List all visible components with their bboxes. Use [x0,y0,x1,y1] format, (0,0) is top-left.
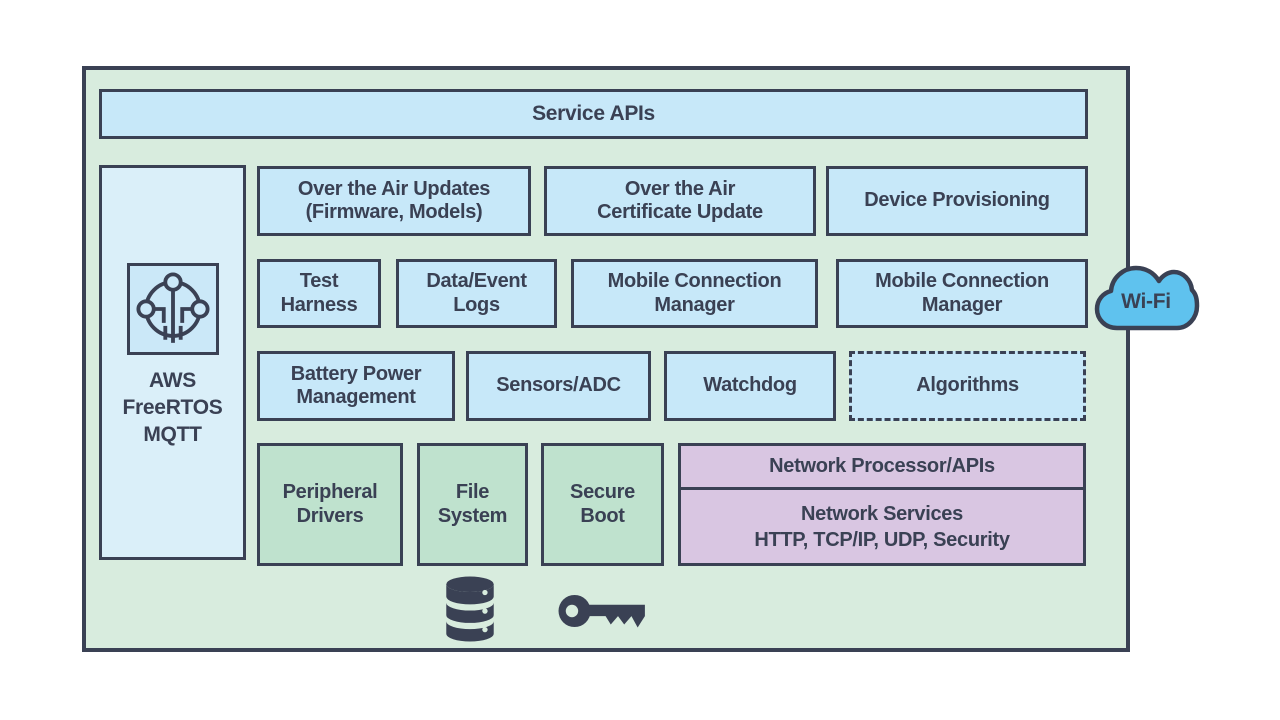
device-provisioning-box: Device Provisioning [826,166,1088,236]
database-icon [443,576,497,647]
file-system-box: File System [417,443,528,566]
mobile-connection-manager-box-1: Mobile Connection Manager [571,259,818,328]
ota-updates-box: Over the Air Updates (Firmware, Models) [257,166,531,236]
ota-certificate-update-box: Over the Air Certificate Update [544,166,816,236]
mobile-connection-manager-box-2: Mobile Connection Manager [836,259,1088,328]
service-apis-banner: Service APIs [99,89,1088,139]
key-icon [558,590,648,637]
test-harness-box: Test Harness [257,259,381,328]
wifi-cloud-icon: Wi-Fi [1091,257,1201,343]
algorithms-box: Algorithms [849,351,1086,421]
wifi-label: Wi-Fi [1121,290,1171,313]
secure-boot-box: Secure Boot [541,443,664,566]
sensors-adc-box: Sensors/ADC [466,351,651,421]
data-event-logs-box: Data/Event Logs [396,259,557,328]
watchdog-box: Watchdog [664,351,836,421]
battery-power-management-box: Battery Power Management [257,351,455,421]
network-processor-apis-box: Network Processor/APIs [681,446,1083,490]
freertos-mqtt-panel: AWS FreeRTOS MQTT [99,165,246,560]
network-services-box: Network Services HTTP, TCP/IP, UDP, Secu… [754,502,1010,551]
freertos-mqtt-circuit-icon [126,263,219,355]
network-stack: Network Processor/APIs Network Services … [678,443,1086,566]
peripheral-drivers-box: Peripheral Drivers [257,443,403,566]
freertos-mqtt-label: AWS FreeRTOS MQTT [122,369,223,446]
